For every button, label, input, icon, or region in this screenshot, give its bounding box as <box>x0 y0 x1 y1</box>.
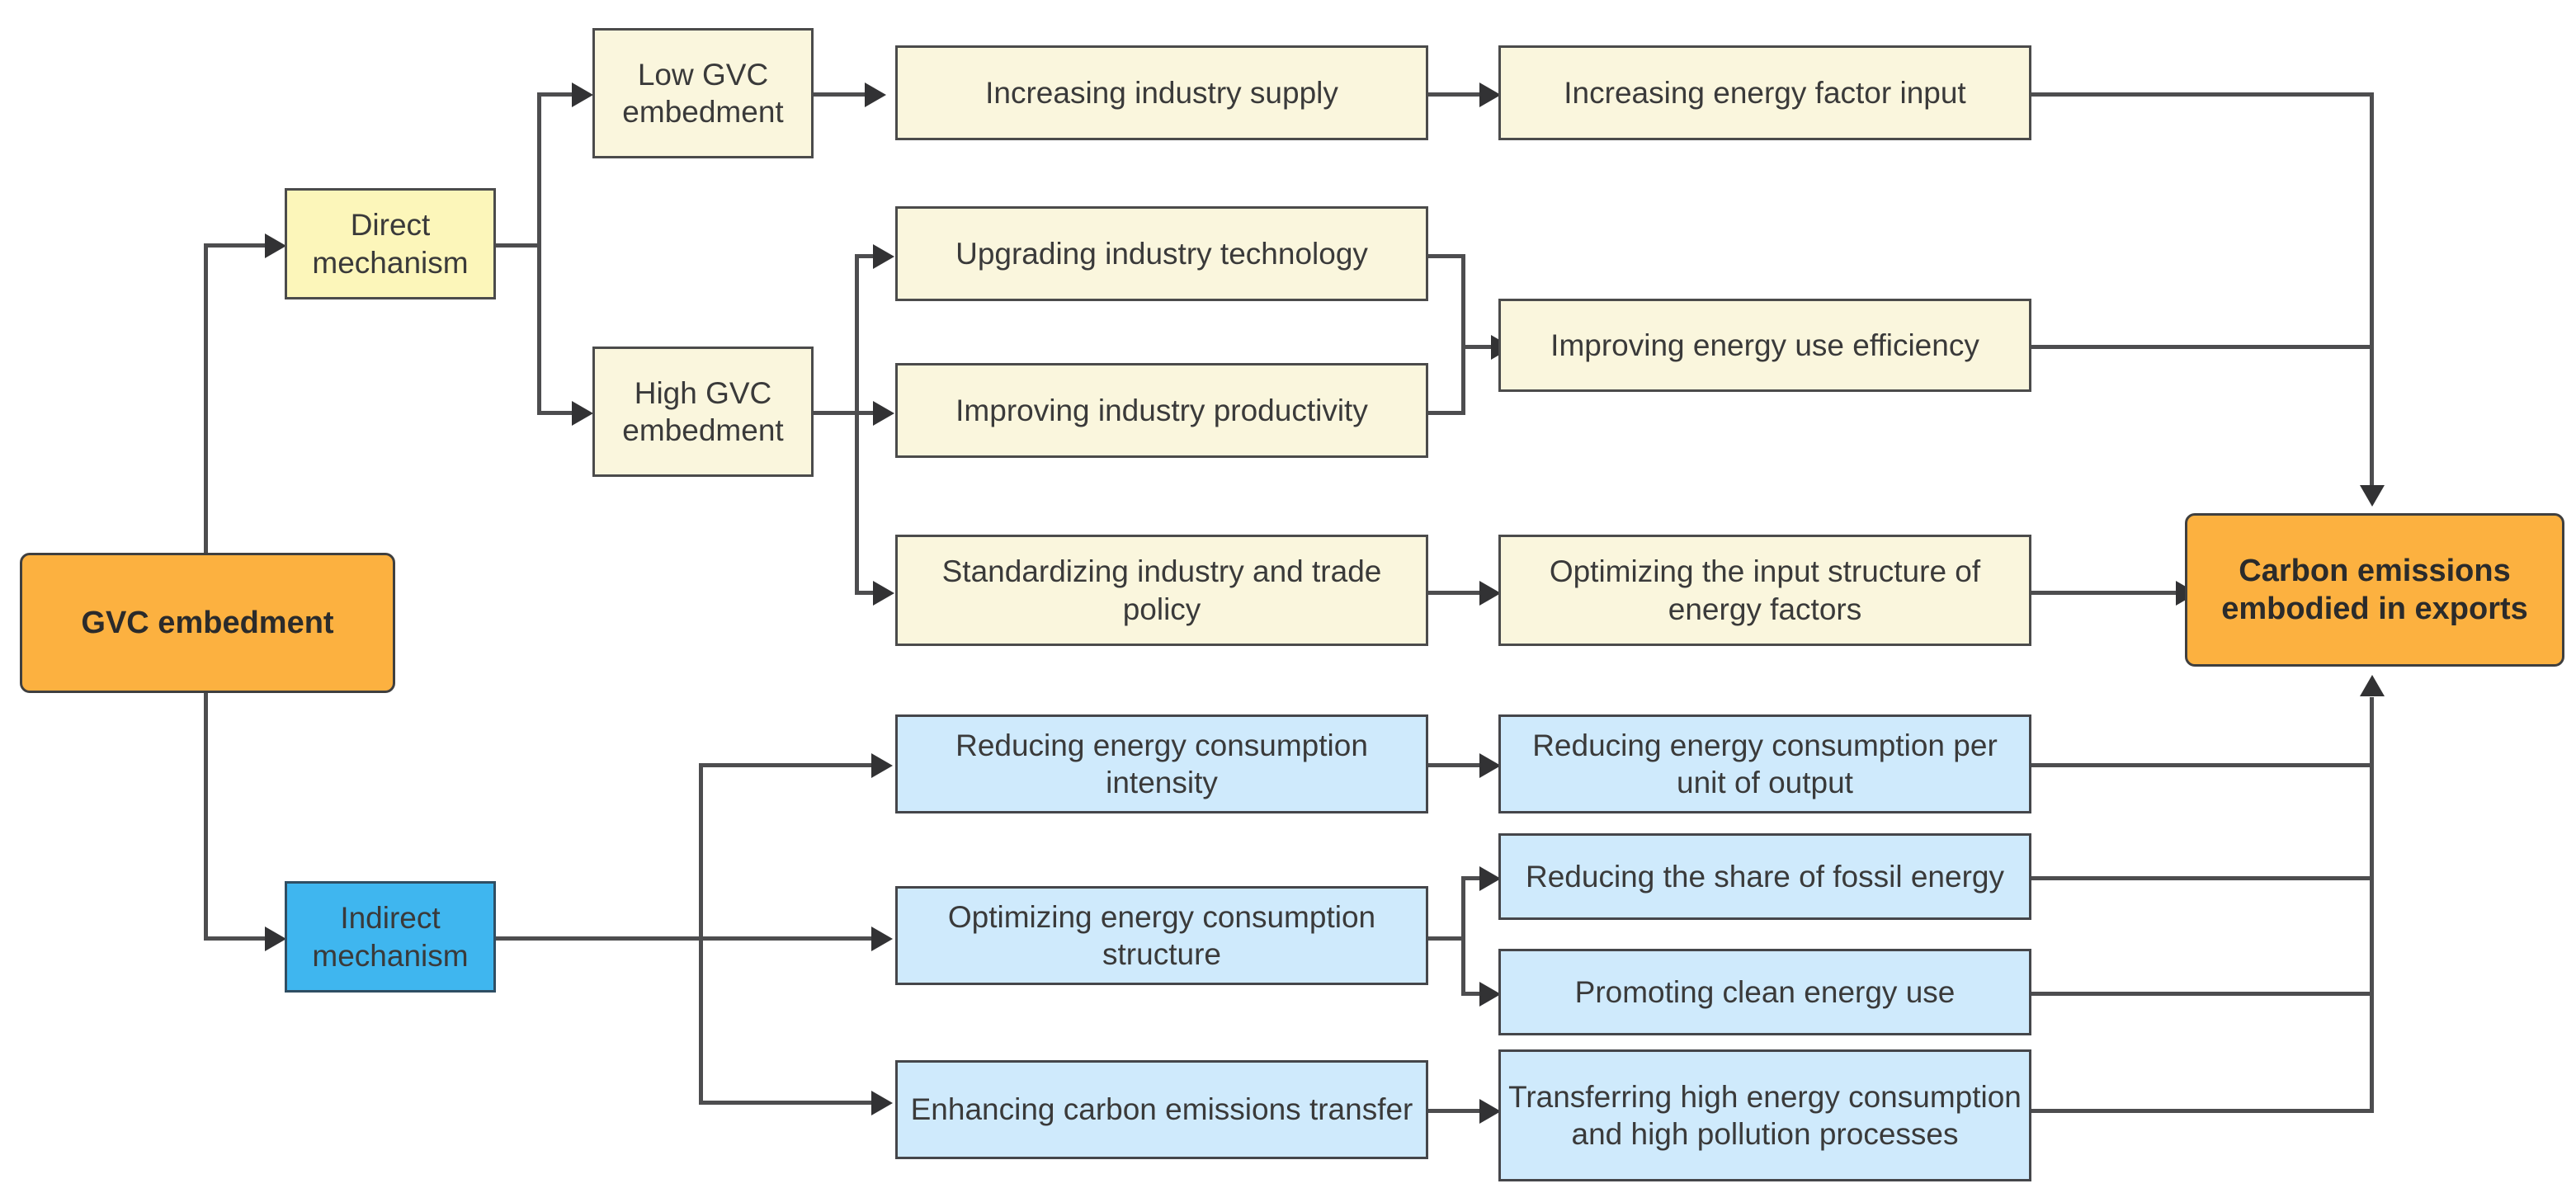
edge-structure-split-vertical <box>1461 876 1465 996</box>
edge-structure-out <box>1427 936 1464 941</box>
arrowhead-high-gvc <box>572 401 593 426</box>
arrowhead-upgrading-industry-technology <box>873 244 894 269</box>
edge-source-to-indirect-horizontal <box>204 936 265 941</box>
arrowhead-improving-industry-productivity <box>873 401 894 426</box>
arrowhead-reducing-energy-consumption-intensity <box>871 753 893 778</box>
node-transferring-high-energy-processes-label: Transferring high energy consumption and… <box>1508 1079 2022 1151</box>
arrowhead-optimizing-input-structure <box>1479 581 1501 606</box>
node-upgrading-industry-technology[interactable]: Upgrading industry technology <box>895 206 1428 301</box>
edge-productivity-out <box>1427 411 1464 415</box>
node-optimizing-input-structure-label: Optimizing the input structure of energy… <box>1549 554 1981 626</box>
edge-indirect-to-structure <box>699 936 872 941</box>
node-improving-energy-use-efficiency[interactable]: Improving energy use efficiency <box>1498 299 2031 392</box>
edge-indirect-branch-trunk <box>699 763 703 1103</box>
node-high-gvc-embedment[interactable]: High GVC embedment <box>592 347 814 477</box>
node-direct-mechanism-label: Direct mechanism <box>312 208 469 280</box>
edge-indirect-to-intensity <box>699 763 872 767</box>
arrowhead-indirect-mechanism <box>265 927 286 951</box>
edge-upgrading-out <box>1427 254 1464 258</box>
node-reducing-energy-consumption-per-unit-label: Reducing energy consumption per unit of … <box>1532 728 1998 799</box>
edge-indirect-out <box>495 936 701 941</box>
node-increasing-industry-supply[interactable]: Increasing industry supply <box>895 45 1428 140</box>
edge-direct-out <box>495 243 540 248</box>
node-low-gvc-embedment[interactable]: Low GVC embedment <box>592 28 814 158</box>
node-direct-mechanism[interactable]: Direct mechanism <box>285 188 496 299</box>
node-indirect-mechanism-label: Indirect mechanism <box>312 901 469 973</box>
edge-standardizing-to-optimizing <box>1427 591 1480 595</box>
arrowhead-optimizing-energy-consumption-structure <box>871 927 893 951</box>
arrowhead-transferring-high-energy-processes <box>1479 1099 1501 1124</box>
edge-transfer-to-processes <box>1427 1109 1480 1113</box>
node-increasing-energy-factor-input-label: Increasing energy factor input <box>1564 75 1966 110</box>
edge-processes-to-bottom-trunk <box>2031 1109 2374 1113</box>
node-reducing-share-of-fossil-energy-label: Reducing the share of fossil energy <box>1525 859 2004 894</box>
node-indirect-mechanism[interactable]: Indirect mechanism <box>285 881 496 993</box>
edge-source-to-direct-vertical <box>204 245 208 579</box>
node-promoting-clean-energy-use[interactable]: Promoting clean energy use <box>1498 949 2031 1035</box>
edge-low-gvc-to-supply <box>813 92 866 97</box>
arrowhead-reducing-share-of-fossil-energy <box>1479 866 1501 891</box>
edge-efficiency-to-trunk <box>2031 345 2374 349</box>
edge-supply-to-factor-input <box>1427 92 1480 97</box>
arrowhead-direct-mechanism <box>265 233 286 258</box>
node-improving-industry-productivity[interactable]: Improving industry productivity <box>895 363 1428 458</box>
node-gvc-embedment[interactable]: GVC embedment <box>20 553 395 693</box>
node-carbon-emissions-embodied-in-exports[interactable]: Carbon emissions embodied in exports <box>2185 513 2564 667</box>
node-improving-industry-productivity-label: Improving industry productivity <box>955 393 1368 427</box>
node-gvc-embedment-label: GVC embedment <box>81 605 334 640</box>
edge-per-unit-to-bottom-trunk <box>2031 763 2374 767</box>
node-low-gvc-embedment-label: Low GVC embedment <box>622 57 784 129</box>
node-standardizing-industry-and-trade-policy-label: Standardizing industry and trade policy <box>941 554 1382 626</box>
node-reducing-share-of-fossil-energy[interactable]: Reducing the share of fossil energy <box>1498 833 2031 920</box>
edge-top-trunk-vertical <box>2370 92 2374 488</box>
node-upgrading-industry-technology-label: Upgrading industry technology <box>955 236 1368 271</box>
node-increasing-energy-factor-input[interactable]: Increasing energy factor input <box>1498 45 2031 140</box>
node-standardizing-industry-and-trade-policy[interactable]: Standardizing industry and trade policy <box>895 535 1428 646</box>
node-carbon-emissions-embodied-in-exports-label: Carbon emissions embodied in exports <box>2221 553 2528 626</box>
node-transferring-high-energy-processes[interactable]: Transferring high energy consumption and… <box>1498 1049 2031 1181</box>
arrowhead-outcome-top <box>2360 485 2385 507</box>
arrowhead-reducing-energy-consumption-per-unit <box>1479 753 1501 778</box>
arrowhead-promoting-clean-energy-use <box>1479 982 1501 1007</box>
node-high-gvc-embedment-label: High GVC embedment <box>622 375 784 447</box>
edge-indirect-to-transfer <box>699 1101 872 1105</box>
arrowhead-enhancing-carbon-emissions-transfer <box>871 1091 893 1115</box>
node-improving-energy-use-efficiency-label: Improving energy use efficiency <box>1550 328 1979 362</box>
edge-high-gvc-out <box>813 411 857 415</box>
node-optimizing-input-structure[interactable]: Optimizing the input structure of energy… <box>1498 535 2031 646</box>
edge-bottom-trunk-vertical <box>2370 697 2374 1111</box>
edge-fossil-to-bottom-trunk <box>2031 876 2374 880</box>
edge-merge-to-efficiency-vertical <box>1461 254 1465 415</box>
edge-structure-to-clean <box>1461 992 1481 996</box>
node-optimizing-energy-consumption-structure[interactable]: Optimizing energy consumption structure <box>895 886 1428 985</box>
node-promoting-clean-energy-use-label: Promoting clean energy use <box>1574 974 1956 1009</box>
edge-high-gvc-to-upgrading <box>855 254 875 258</box>
edge-clean-to-bottom-trunk <box>2031 992 2374 996</box>
node-enhancing-carbon-emissions-transfer-label: Enhancing carbon emissions transfer <box>910 1092 1413 1127</box>
node-increasing-industry-supply-label: Increasing industry supply <box>985 75 1338 110</box>
arrowhead-increasing-energy-factor-input <box>1479 83 1501 107</box>
arrowhead-increasing-industry-supply <box>865 83 886 107</box>
edge-optimizing-to-outcome <box>2031 591 2177 595</box>
edge-high-gvc-branch-trunk <box>855 254 859 594</box>
edge-direct-to-low-gvc <box>537 92 573 97</box>
edge-high-gvc-to-standardizing <box>855 591 875 595</box>
edge-direct-branch-trunk <box>537 92 541 414</box>
edge-source-to-indirect-vertical <box>204 578 208 941</box>
edge-factor-input-to-trunk <box>2031 92 2374 97</box>
node-enhancing-carbon-emissions-transfer[interactable]: Enhancing carbon emissions transfer <box>895 1060 1428 1159</box>
edge-merge-to-efficiency-horizontal <box>1461 345 1493 349</box>
arrowhead-standardizing-policy <box>873 581 894 606</box>
node-reducing-energy-consumption-intensity[interactable]: Reducing energy consumption intensity <box>895 714 1428 813</box>
arrowhead-low-gvc <box>572 83 593 107</box>
edge-direct-to-high-gvc <box>537 411 573 415</box>
edge-intensity-to-per-unit <box>1427 763 1480 767</box>
node-reducing-energy-consumption-per-unit[interactable]: Reducing energy consumption per unit of … <box>1498 714 2031 813</box>
edge-source-to-direct-horizontal <box>204 243 265 248</box>
node-optimizing-energy-consumption-structure-label: Optimizing energy consumption structure <box>947 899 1376 971</box>
arrowhead-outcome-bottom <box>2360 675 2385 696</box>
edge-structure-to-fossil <box>1461 876 1481 880</box>
edge-high-gvc-to-productivity <box>855 411 875 415</box>
node-reducing-energy-consumption-intensity-label: Reducing energy consumption intensity <box>955 728 1368 799</box>
